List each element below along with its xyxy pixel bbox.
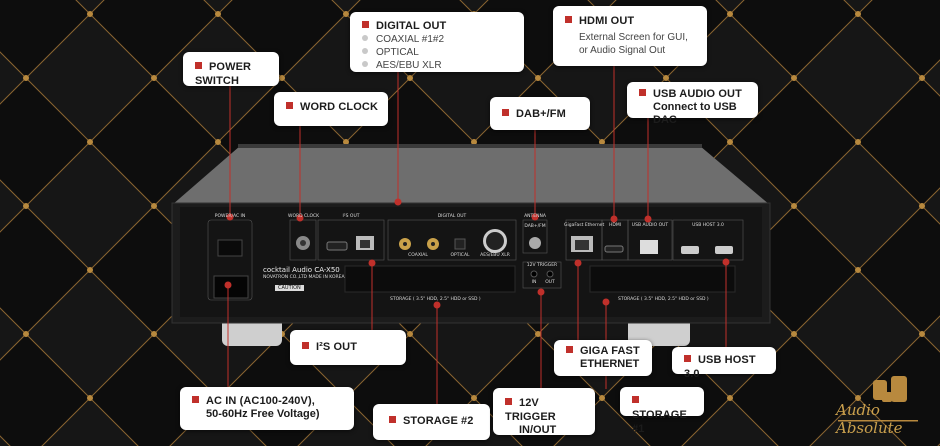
callout-title: I²S OUT — [302, 340, 396, 354]
callout-title: 12V TRIGGER — [505, 396, 585, 424]
callout-hdmi-out: HDMI OUT External Screen for GUI, or Aud… — [553, 6, 707, 66]
callout-ac-in: AC IN (AC100-240V), 50-60Hz Free Voltage… — [180, 387, 354, 430]
panel-label-digital-out: DIGITAL OUT — [437, 214, 467, 219]
bullet-optical: OPTICAL — [362, 46, 514, 59]
callout-title: STORAGE #2 — [389, 414, 480, 428]
callout-usb-host: USB HOST 3.0 — [672, 347, 776, 380]
callout-title: USB HOST 3.0 — [684, 353, 766, 381]
panel-label-word-clock: WORD CLOCK — [288, 214, 320, 219]
audio-absolute-logo — [838, 376, 918, 422]
callout-12v-trigger: 12V TRIGGER IN/OUT — [493, 388, 595, 436]
panel-label-trigger-in: IN — [531, 280, 537, 285]
panel-label-power: POWER/AC IN — [214, 214, 246, 219]
panel-label-ethernet: GigaFast Ethernet — [564, 223, 605, 228]
panel-label-antenna: ANTENNA — [524, 214, 546, 219]
callout-title: DIGITAL OUT — [362, 19, 514, 33]
callout-digital-out: DIGITAL OUT COAXIAL #1#2 OPTICAL AES/EBU… — [350, 12, 524, 72]
callout-title-line2: IN/OUT — [519, 424, 557, 436]
panel-label-aes: AES/EBU XLR — [480, 253, 510, 258]
panel-caution: CAUTION — [275, 285, 304, 291]
bullet-aes-ebu: AES/EBU XLR — [362, 59, 514, 72]
callout-title: HDMI OUT — [565, 14, 697, 28]
panel-label-trigger: 12V TRIGGER — [526, 263, 558, 268]
brand-name: cocktail Audio — [263, 266, 313, 274]
callout-line: or Audio Signal Out — [579, 45, 666, 56]
panel-storage-1-label: STORAGE ( 3.5" HDD, 2.5" HDD or SSD ) — [618, 297, 709, 302]
panel-label-coaxial: COAXIAL — [408, 253, 428, 258]
panel-brand: cocktail Audio CA-X50 — [263, 266, 340, 274]
callout-power-switch: POWER SWITCH — [183, 52, 279, 88]
callout-giga-ethernet: GIGA FAST ETHERNET — [554, 340, 652, 376]
panel-label-hdmi: HDMI — [608, 223, 622, 228]
callout-line: External Screen for GUI, — [579, 32, 688, 43]
callout-dab-fm: DAB+/FM — [490, 97, 590, 130]
bullet-coaxial: COAXIAL #1#2 — [362, 33, 514, 46]
callout-storage-2: STORAGE #2 — [373, 404, 490, 440]
panel-label-optical: OPTICAL — [450, 253, 470, 258]
callout-title-line2: ETHERNET — [580, 358, 640, 370]
callout-storage-1: STORAGE #1 — [620, 387, 704, 435]
callout-title: WORD CLOCK — [286, 100, 378, 114]
panel-label-dab: DAB+/FM — [524, 224, 546, 229]
panel-label-trigger-out: OUT — [545, 280, 555, 285]
callout-title: AC IN (AC100-240V), — [192, 394, 344, 408]
callout-title: POWER SWITCH — [195, 60, 269, 88]
panel-made-in: NOVATRON CO.,LTD MADE IN KOREA — [263, 275, 345, 280]
callout-title-line2: 50-60Hz Free Voltage) — [206, 408, 320, 420]
callout-word-clock: WORD CLOCK — [274, 92, 388, 126]
callout-title: GIGA FAST — [566, 344, 642, 358]
callout-i2s-out: I²S OUT — [290, 330, 406, 365]
panel-storage-2-label: STORAGE ( 3.5" HDD, 2.5" HDD or SSD ) — [390, 297, 481, 302]
callout-title: STORAGE #1 — [632, 394, 694, 436]
callout-title: DAB+/FM — [502, 107, 580, 121]
model-name: CA-X50 — [314, 266, 340, 274]
callout-title: USB AUDIO OUT — [639, 87, 748, 101]
panel-label-i2s: I²S OUT — [342, 214, 360, 219]
callout-line: Connect to USB DAC — [653, 101, 737, 126]
audio-absolute-logo-text: Audio Absolute — [836, 401, 903, 437]
panel-label-usb-audio: USB AUDIO OUT — [631, 223, 669, 228]
panel-label-usb-host: USB HOST 3.0 — [692, 223, 724, 228]
callout-usb-audio-out: USB AUDIO OUT Connect to USB DAC — [627, 82, 758, 126]
